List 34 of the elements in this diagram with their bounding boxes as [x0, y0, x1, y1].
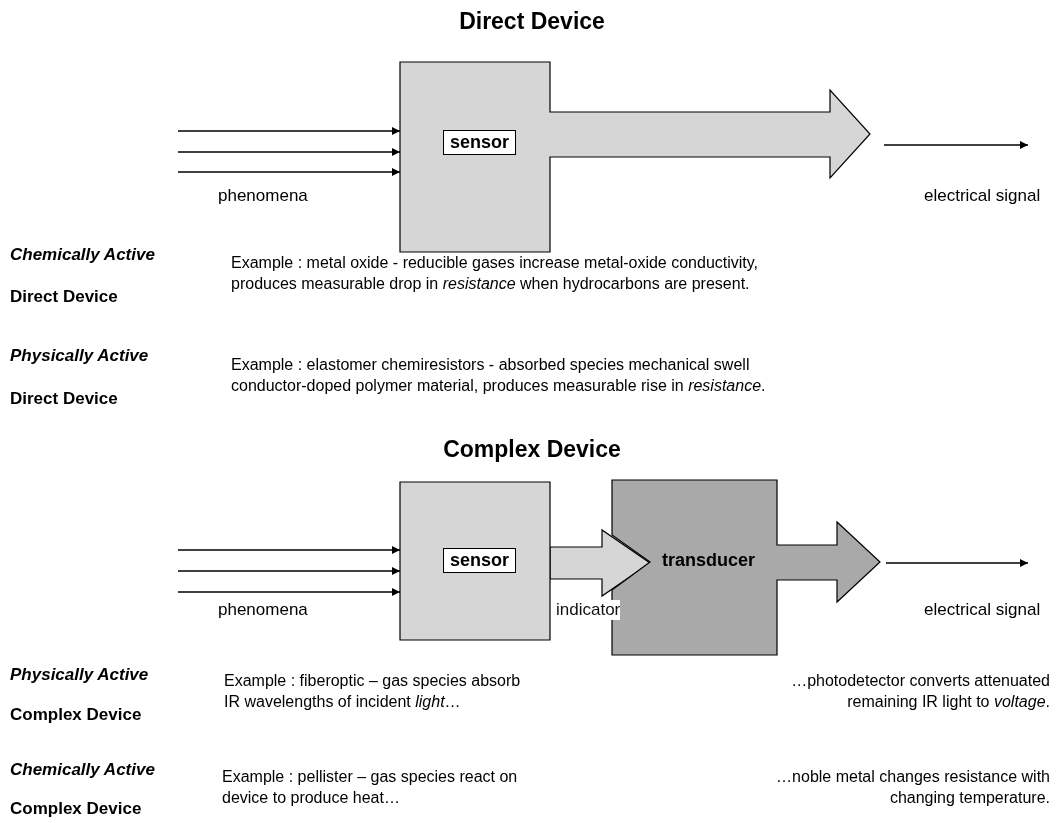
arrow: [177, 588, 401, 596]
flow-label: phenomena: [218, 600, 308, 620]
row-label: Complex Device: [10, 799, 142, 819]
example-text: Example : metal oxide - reducible gases increase metal-oxide conductivity, produces measurable drop in resistance when hydrocarbons are present.: [231, 253, 760, 294]
example-text: …noble metal changes resistance with changing temperature.: [775, 767, 1050, 808]
example-text: Example : fiberoptic – gas species absorb IR wavelengths of incident light…: [224, 671, 522, 712]
row-label: Direct Device: [10, 389, 118, 409]
sensor-block: [400, 62, 870, 252]
arrow: [177, 127, 401, 135]
flow-label: phenomena: [218, 186, 308, 206]
sensor-box: sensor: [443, 548, 517, 573]
row-label: Chemically Active: [10, 760, 155, 780]
row-label: Direct Device: [10, 287, 118, 307]
example-text: Example : pellister – gas species react on device to produce heat…: [222, 767, 519, 808]
arrow: [177, 148, 401, 156]
sensor-block: [400, 482, 550, 640]
flow-label: electrical signal: [924, 600, 1041, 620]
sensor-box: sensor: [443, 130, 517, 155]
section-heading: Direct Device: [459, 8, 605, 35]
arrow: [885, 559, 1029, 567]
arrow: [177, 168, 401, 176]
row-label: Complex Device: [10, 705, 142, 725]
row-label: Physically Active: [10, 665, 149, 685]
edge-label: indicator: [556, 600, 621, 620]
arrow: [177, 567, 401, 575]
arrow: [177, 546, 401, 554]
arrow: [883, 141, 1029, 149]
row-label: Chemically Active: [10, 245, 155, 265]
row-label: Physically Active: [10, 346, 149, 366]
example-text: …photodetector converts attenuated remaining IR light to voltage.: [790, 671, 1050, 712]
section-heading: Complex Device: [443, 436, 621, 463]
block-title: transducer: [662, 550, 756, 571]
example-text: Example : elastomer chemiresistors - absorbed species mechanical swell conductor-doped polymer material, produces measurable rise in resistance.: [231, 355, 767, 396]
flow-label: electrical signal: [924, 186, 1041, 206]
